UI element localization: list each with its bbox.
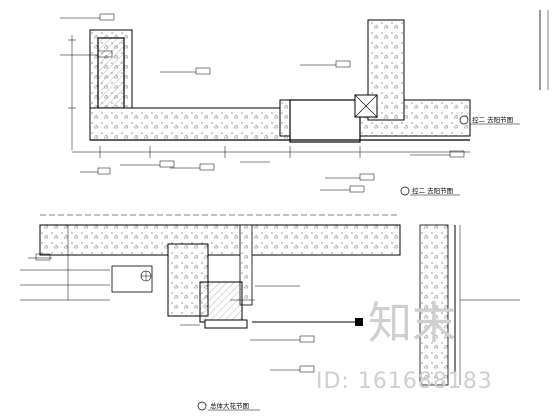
bottom-inner-block [199,281,243,323]
top-section-drawing [60,10,549,193]
title-marker-2: 控二 去阳节图 [400,186,460,196]
title-top-right-1: 控二 去阳节图 [472,115,513,124]
watermark-id: ID: 161688183 [316,369,493,394]
title-marker-1: 控二 去阳节图 [459,115,520,125]
title-marker-3: 总体大花节图 [197,401,260,411]
top-slab [89,107,291,141]
title-top-right-2: 控二 去阳节图 [412,186,453,195]
top-door-box [289,99,361,143]
title-bottom-left: 总体大花节图 [210,401,249,410]
watermark-brand: 知末 [368,298,456,349]
bottom-section-drawing [20,224,401,373]
top-wall-inner [97,37,125,109]
bottom-column [239,224,253,306]
right-wall-section [419,224,520,386]
bottom-ceiling-slab [39,224,401,256]
